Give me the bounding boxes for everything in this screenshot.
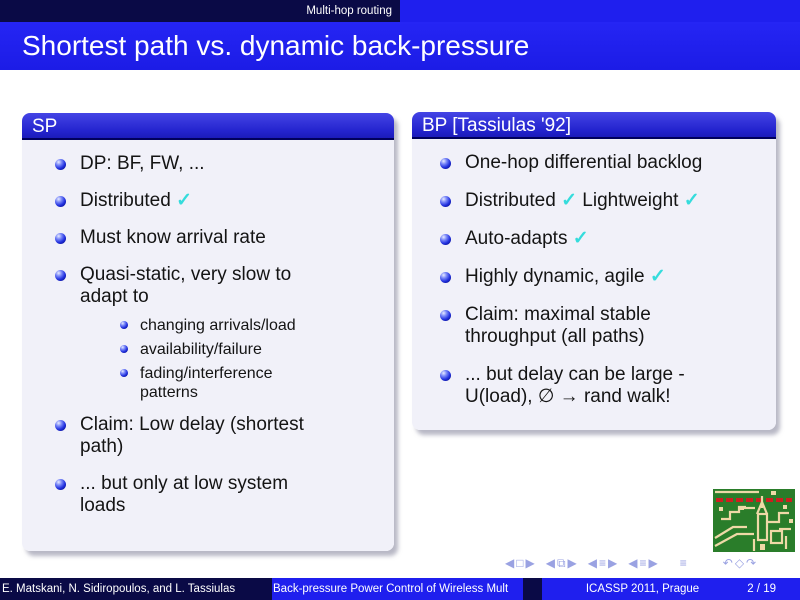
footer-right-background	[542, 578, 800, 600]
list-item: One-hop differential backlog	[440, 152, 776, 174]
nav-next-subsection-icon[interactable]: ▶	[608, 556, 618, 570]
headline-section-label: Multi-hop routing	[0, 0, 400, 22]
subitem-text: changing arrivals/load	[140, 317, 296, 334]
sp-block-title: SP	[22, 113, 394, 140]
navigation-bar: ◀ □ ▶ ◀ ⧉ ▶ ◀ ≡ ▶ ◀ ≡ ▶ ≡ ↶ ◇ ↷	[505, 555, 758, 571]
item-text: Claim: Low delay (shortest path)	[80, 414, 304, 457]
ball-bullet-icon	[55, 479, 66, 490]
footer-title-background	[272, 578, 523, 600]
nav-prev-frame-icon[interactable]: ◀	[545, 556, 555, 570]
item-text: DP: BF, FW, ...	[80, 153, 205, 174]
list-item: DP: BF, FW, ...	[55, 153, 394, 175]
nav-search-icon[interactable]: ◇	[734, 556, 745, 570]
footer-bar: E. Matskani, N. Sidiropoulos, and L. Tas…	[0, 578, 800, 600]
sp-block: SP DP: BF, FW, ... Distributed ✓ Must kn…	[22, 113, 394, 551]
checkmark-icon: ✓	[649, 266, 666, 287]
nav-subsection-icon[interactable]: ≡	[599, 556, 607, 570]
ball-bullet-icon	[55, 159, 66, 170]
headline-subsection-area	[400, 0, 800, 22]
item-text: Distributed ✓	[80, 190, 192, 212]
nav-forward-icon[interactable]: ↷	[746, 556, 757, 570]
item-text: Claim: maximal stable throughput (all pa…	[465, 304, 651, 347]
footer-venue: ICASSP 2011, Prague	[585, 583, 700, 595]
checkmark-icon: ✓	[176, 190, 193, 211]
item-text: ... but delay can be large - U(load), ∅ …	[465, 364, 685, 407]
item-text: ... but only at low system loads	[80, 473, 289, 516]
headline-bar: Multi-hop routing	[0, 0, 800, 22]
nav-prev-section-icon[interactable]: ◀	[628, 556, 638, 570]
nav-next-slide-icon[interactable]: ▶	[525, 556, 535, 570]
checkmark-icon: ✓	[683, 190, 700, 211]
nav-frames-icon[interactable]: ⧉	[556, 555, 566, 570]
nav-frame-icon[interactable]: □	[516, 556, 524, 570]
sub-list-item: changing arrivals/load	[120, 316, 394, 335]
ball-bullet-icon	[55, 233, 66, 244]
list-item: Claim: maximal stable throughput (all pa…	[440, 304, 776, 348]
sub-list: changing arrivals/load availability/fail…	[22, 316, 394, 402]
ball-bullet-icon	[440, 196, 451, 207]
bp-block-title: BP [Tassiulas '92]	[412, 112, 776, 139]
list-item: Claim: Low delay (shortest path)	[55, 414, 394, 458]
item-text: Must know arrival rate	[80, 227, 266, 248]
bp-block: BP [Tassiulas '92] One-hop differential …	[412, 112, 776, 430]
checkmark-icon: ✓	[572, 228, 589, 249]
item-text: Highly dynamic, agile ✓	[465, 266, 666, 287]
subitem-text: availability/failure	[140, 341, 262, 358]
nav-prev-subsection-icon[interactable]: ◀	[587, 556, 597, 570]
ball-bullet-icon	[440, 310, 451, 321]
ball-bullet-icon	[120, 369, 128, 377]
footer-dark-segment	[523, 578, 542, 600]
item-text: Distributed ✓ Lightweight ✓	[465, 190, 700, 211]
sub-list-item: availability/failure	[120, 340, 394, 359]
footer-paper-title: Back-pressure Power Control of Wireless …	[273, 583, 509, 595]
nav-next-section-icon[interactable]: ▶	[648, 556, 658, 570]
sp-block-body: DP: BF, FW, ... Distributed ✓ Must know …	[22, 140, 394, 551]
nav-back-icon[interactable]: ↶	[722, 556, 733, 570]
frame-title: Shortest path vs. dynamic back-pressure	[0, 22, 800, 70]
conference-logo-circuit-icon	[713, 489, 795, 552]
list-item: ... but delay can be large - U(load), ∅ …	[440, 364, 776, 408]
item-text-seg: Distributed	[80, 190, 177, 211]
item-text: Quasi-static, very slow to adapt to	[80, 264, 292, 307]
nav-next-frame-icon[interactable]: ▶	[567, 556, 577, 570]
ball-bullet-icon	[55, 270, 66, 281]
bp-block-body: One-hop differential backlog Distributed…	[412, 139, 776, 430]
ball-bullet-icon	[440, 272, 451, 283]
ball-bullet-icon	[120, 345, 128, 353]
list-item: Must know arrival rate	[55, 227, 394, 249]
list-item: Distributed ✓ Lightweight ✓	[440, 190, 776, 212]
list-item: Quasi-static, very slow to adapt to	[55, 264, 394, 308]
list-item: Auto-adapts ✓	[440, 228, 776, 250]
item-text: Auto-adapts ✓	[465, 228, 589, 249]
list-item: Distributed ✓	[55, 190, 394, 212]
ball-bullet-icon	[440, 158, 451, 169]
nav-section-icon[interactable]: ≡	[639, 556, 647, 570]
sub-list-item: fading/interference patterns	[120, 364, 394, 402]
list-item: Highly dynamic, agile ✓	[440, 266, 776, 288]
checkmark-icon: ✓	[561, 190, 578, 211]
footer-page-number: 2 / 19	[747, 583, 776, 595]
nav-appendix-icon[interactable]: ≡	[679, 556, 687, 570]
ball-bullet-icon	[120, 321, 128, 329]
nav-prev-slide-icon[interactable]: ◀	[505, 556, 515, 570]
ball-bullet-icon	[55, 196, 66, 207]
ball-bullet-icon	[55, 420, 66, 431]
list-item: ... but only at low system loads	[55, 473, 394, 517]
subitem-text: fading/interference patterns	[140, 365, 273, 401]
item-text: One-hop differential backlog	[465, 152, 703, 173]
ball-bullet-icon	[440, 370, 451, 381]
ball-bullet-icon	[440, 234, 451, 245]
footer-authors: E. Matskani, N. Sidiropoulos, and L. Tas…	[0, 578, 272, 600]
